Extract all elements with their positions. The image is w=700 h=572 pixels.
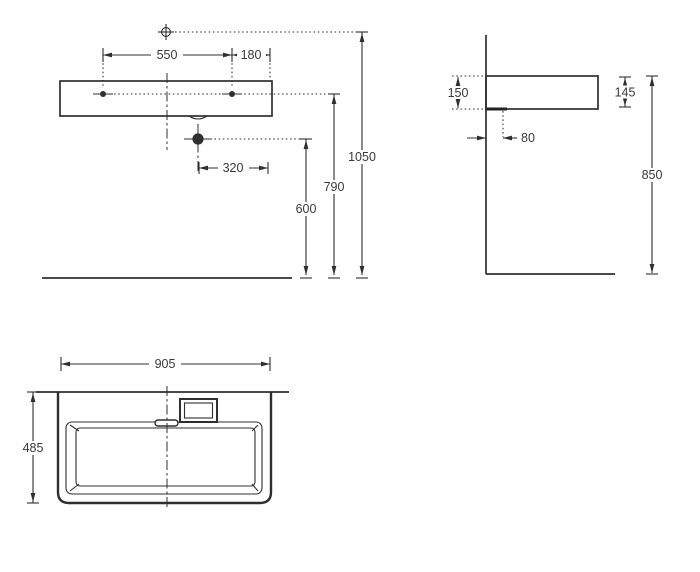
dim-fixing-height-1050: 1050: [345, 31, 379, 279]
dim-label-150: 150: [448, 86, 469, 100]
dim-label-905: 905: [155, 357, 176, 371]
dim-holes-height-790: 790: [320, 93, 348, 279]
dim-label-145: 145: [615, 86, 636, 100]
dim-drain-offset-320: 320: [198, 161, 269, 175]
dim-depth-at-wall-150: 150: [444, 77, 472, 108]
plan-view: 905 485: [19, 357, 289, 510]
dim-front-edge-145: 145: [611, 76, 639, 108]
dim-label-790: 790: [324, 180, 345, 194]
dim-label-1050: 1050: [348, 150, 376, 164]
dim-hole-spacing-550-180: 550 180: [102, 48, 271, 88]
bowl-corner-diagonals: [69, 424, 259, 492]
dim-label-485: 485: [23, 441, 44, 455]
dim-drain-height-600: 600: [292, 138, 320, 279]
basin-plan-outer-outline: [56, 392, 273, 505]
dim-label-550: 550: [157, 48, 178, 62]
drain-point: [184, 124, 212, 171]
dim-depth-485: 485: [19, 391, 47, 504]
drain-notch: [188, 115, 208, 120]
basin-side-outline: [485, 75, 599, 110]
fixing-point-icon: [158, 24, 174, 40]
dim-drain-from-wall-80: 80: [467, 131, 535, 145]
mounting-hole-left: [93, 91, 113, 97]
side-view: 150 145 80 850: [444, 35, 666, 275]
front-view: 550 180 320 600: [42, 24, 379, 279]
bowl-rim-outline: [65, 421, 263, 495]
dim-label-180: 180: [241, 48, 262, 62]
dim-label-600: 600: [296, 202, 317, 216]
dim-label-850: 850: [642, 168, 663, 182]
dim-label-80: 80: [521, 131, 535, 145]
dim-label-320: 320: [223, 161, 244, 175]
dim-rim-height-850: 850: [638, 75, 666, 275]
dim-width-905: 905: [60, 357, 271, 371]
basin-front-outline: [59, 80, 273, 117]
bowl-floor-outline: [75, 427, 256, 487]
tap-hole: [179, 398, 218, 423]
